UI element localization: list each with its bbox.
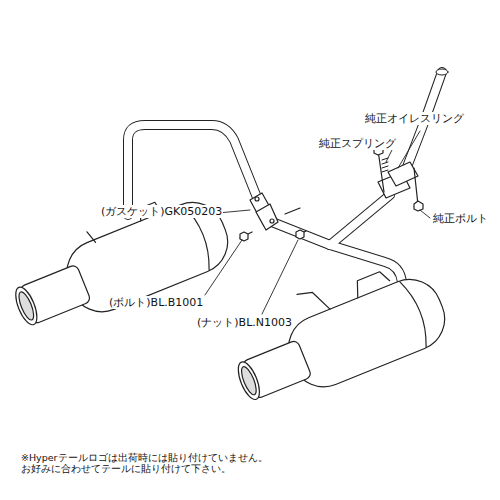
gasket-joint xyxy=(240,193,306,241)
factory-bolt xyxy=(378,150,384,192)
left-pipe xyxy=(128,125,258,215)
part-label: (ナット)BL.N1003 xyxy=(196,316,293,329)
part-label: 純正オイレスリング xyxy=(364,112,465,125)
part-label: 純正ボルト xyxy=(432,212,489,225)
part-label: (ガスケット)GK050203 xyxy=(100,205,223,218)
hanger xyxy=(352,270,391,298)
part-label: (ボルト)BL.B1001 xyxy=(108,296,204,309)
part-label: 純正スプリング xyxy=(318,137,397,150)
right-muffler xyxy=(218,246,454,417)
leader-lines xyxy=(205,131,430,314)
bolt xyxy=(285,208,300,214)
center-pipe xyxy=(272,222,330,245)
factory-bolt xyxy=(414,168,418,205)
note-text: ※Hyperテールロゴは出荷時には貼り付けていません。 お好みに合わせてテールに… xyxy=(20,452,402,475)
spring-flange xyxy=(374,145,423,211)
pipe-end xyxy=(436,69,448,75)
front-pipe xyxy=(330,195,390,245)
